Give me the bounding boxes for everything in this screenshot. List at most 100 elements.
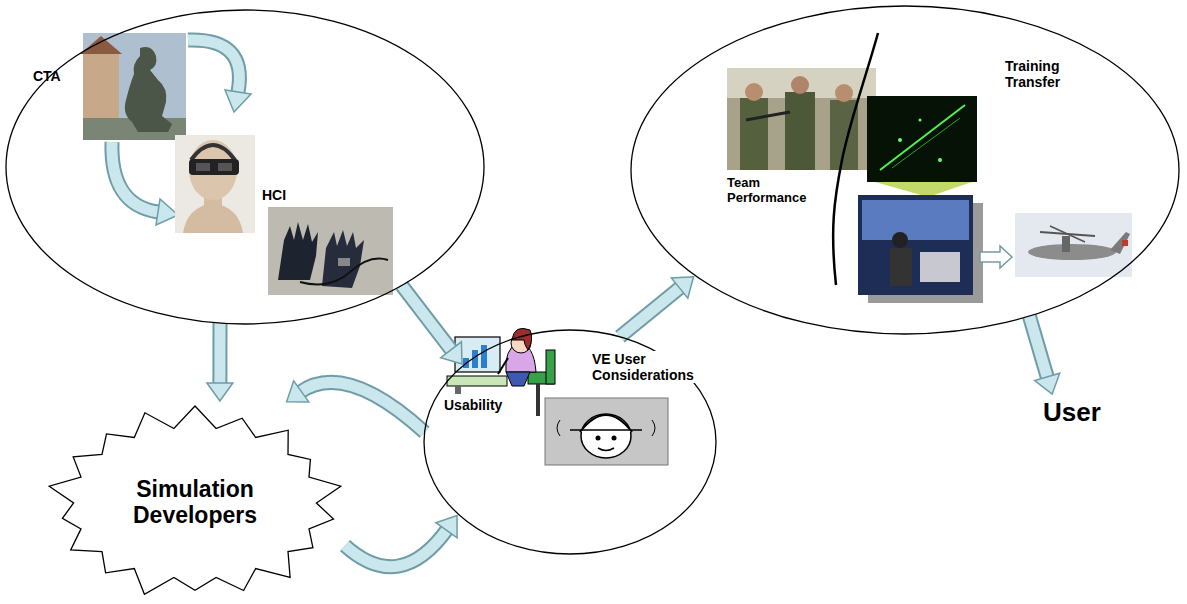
helmet-cartoon — [545, 398, 668, 465]
helmet-cartoon — [612, 436, 617, 441]
arrow-head — [207, 383, 233, 401]
team-photo — [791, 76, 809, 94]
glove-photo — [278, 222, 318, 280]
arrow-shaft — [345, 529, 448, 567]
statue-photo — [80, 33, 186, 140]
nightvision-image — [892, 118, 960, 168]
computer-user-clipart — [546, 350, 555, 384]
helmet-cartoon — [652, 420, 655, 436]
statue-photo — [125, 47, 172, 132]
team-photo — [746, 112, 790, 120]
arrow-head — [671, 277, 693, 298]
nightvision-image — [875, 182, 972, 197]
nightvision-image — [919, 119, 922, 122]
cycle-arrow — [188, 40, 239, 92]
arrow-shaft — [620, 287, 681, 337]
team-photo — [740, 98, 768, 170]
arrow-shaft — [300, 382, 425, 432]
starburst-node: Simulation Developers — [45, 403, 345, 601]
hmd-photo — [175, 135, 255, 233]
ellipse-region: Training TransferTeam Performance — [630, 5, 1180, 335]
computer-user-clipart — [536, 384, 540, 416]
starburst-label: Simulation Developers — [120, 476, 270, 529]
glove-photo — [268, 207, 393, 295]
block-arrow — [402, 286, 462, 365]
starburst-outline — [49, 406, 341, 594]
arrow-head — [441, 342, 462, 364]
arrow-shaft — [1029, 316, 1047, 379]
region-label: Usability — [442, 397, 504, 413]
ellipse-outline — [5, 9, 485, 325]
ellipse-region: VE User ConsiderationsUsability — [423, 329, 717, 555]
simulator-photo — [858, 195, 973, 295]
block-arrow — [620, 277, 694, 337]
computer-user-clipart — [481, 345, 487, 368]
cycle-arrow — [156, 199, 178, 225]
arrow-shaft — [345, 529, 448, 567]
arrow-shaft — [402, 286, 453, 352]
block-arrow — [207, 323, 233, 401]
region-label: VE User Considerations — [590, 351, 708, 383]
arrow-head — [287, 381, 309, 402]
arrow-shaft — [300, 382, 425, 432]
glove-photo — [300, 259, 388, 285]
hmd-photo — [196, 163, 210, 171]
nightvision-image — [867, 96, 977, 197]
hmd-photo — [189, 159, 239, 175]
simulator-photo — [858, 195, 983, 303]
nightvision-image — [898, 138, 902, 142]
ellipse-outline — [424, 330, 716, 554]
end-label-node: User — [1040, 396, 1104, 430]
computer-user-clipart — [447, 376, 507, 386]
nightvision-image — [867, 96, 977, 182]
arrow-shaft — [214, 323, 225, 385]
hmd-photo — [175, 135, 255, 233]
aircraft-photo — [1122, 240, 1128, 246]
arrow-head — [436, 516, 457, 538]
aircraft-photo — [1062, 236, 1070, 252]
arrow-shaft — [1029, 316, 1047, 379]
helmet-cartoon — [570, 429, 642, 431]
transfer-arrow — [980, 246, 1012, 268]
region-label: CTA — [33, 68, 61, 84]
ellipse-region: CTA HCI — [5, 9, 485, 325]
glove-photo — [338, 258, 350, 266]
block-arrow — [1029, 316, 1059, 394]
simulator-photo — [920, 252, 960, 282]
region-label: Team Performance — [727, 176, 819, 206]
aircraft-photo — [1015, 213, 1132, 277]
ellipse-outline — [631, 6, 1179, 334]
aircraft-photo — [1015, 213, 1132, 277]
helmet-cartoon — [581, 414, 631, 458]
aircraft-photo — [1028, 244, 1116, 260]
helmet-cartoon — [557, 420, 560, 436]
nightvision-image — [880, 105, 965, 170]
cycle-arrow — [188, 40, 239, 92]
simulator-photo — [892, 232, 908, 248]
arrow-shaft — [212, 323, 227, 385]
arrow-shaft — [620, 287, 681, 337]
cycle-arrow — [112, 142, 158, 212]
simulator-photo — [862, 200, 969, 240]
team-photo — [835, 84, 853, 102]
block-arrow — [345, 516, 457, 567]
computer-user-clipart — [498, 358, 508, 374]
helmet-cartoon — [545, 398, 668, 465]
region-label: HCI — [262, 187, 286, 203]
computer-user-clipart — [512, 328, 532, 350]
computer-user-clipart — [506, 372, 530, 386]
end-label: User — [1043, 398, 1101, 428]
team-photo — [745, 83, 763, 101]
helmet-cartoon — [598, 448, 614, 451]
arrow-shaft — [402, 286, 453, 352]
aircraft-photo — [1110, 232, 1130, 254]
glove-photo — [322, 230, 364, 288]
ellipse-outline — [630, 5, 1180, 335]
hmd-photo — [191, 145, 235, 160]
hmd-photo — [218, 163, 232, 171]
statue-photo — [80, 36, 122, 54]
computer-user-clipart — [455, 386, 461, 394]
arrow-head — [1035, 373, 1060, 394]
helmet-cartoon — [596, 436, 601, 441]
